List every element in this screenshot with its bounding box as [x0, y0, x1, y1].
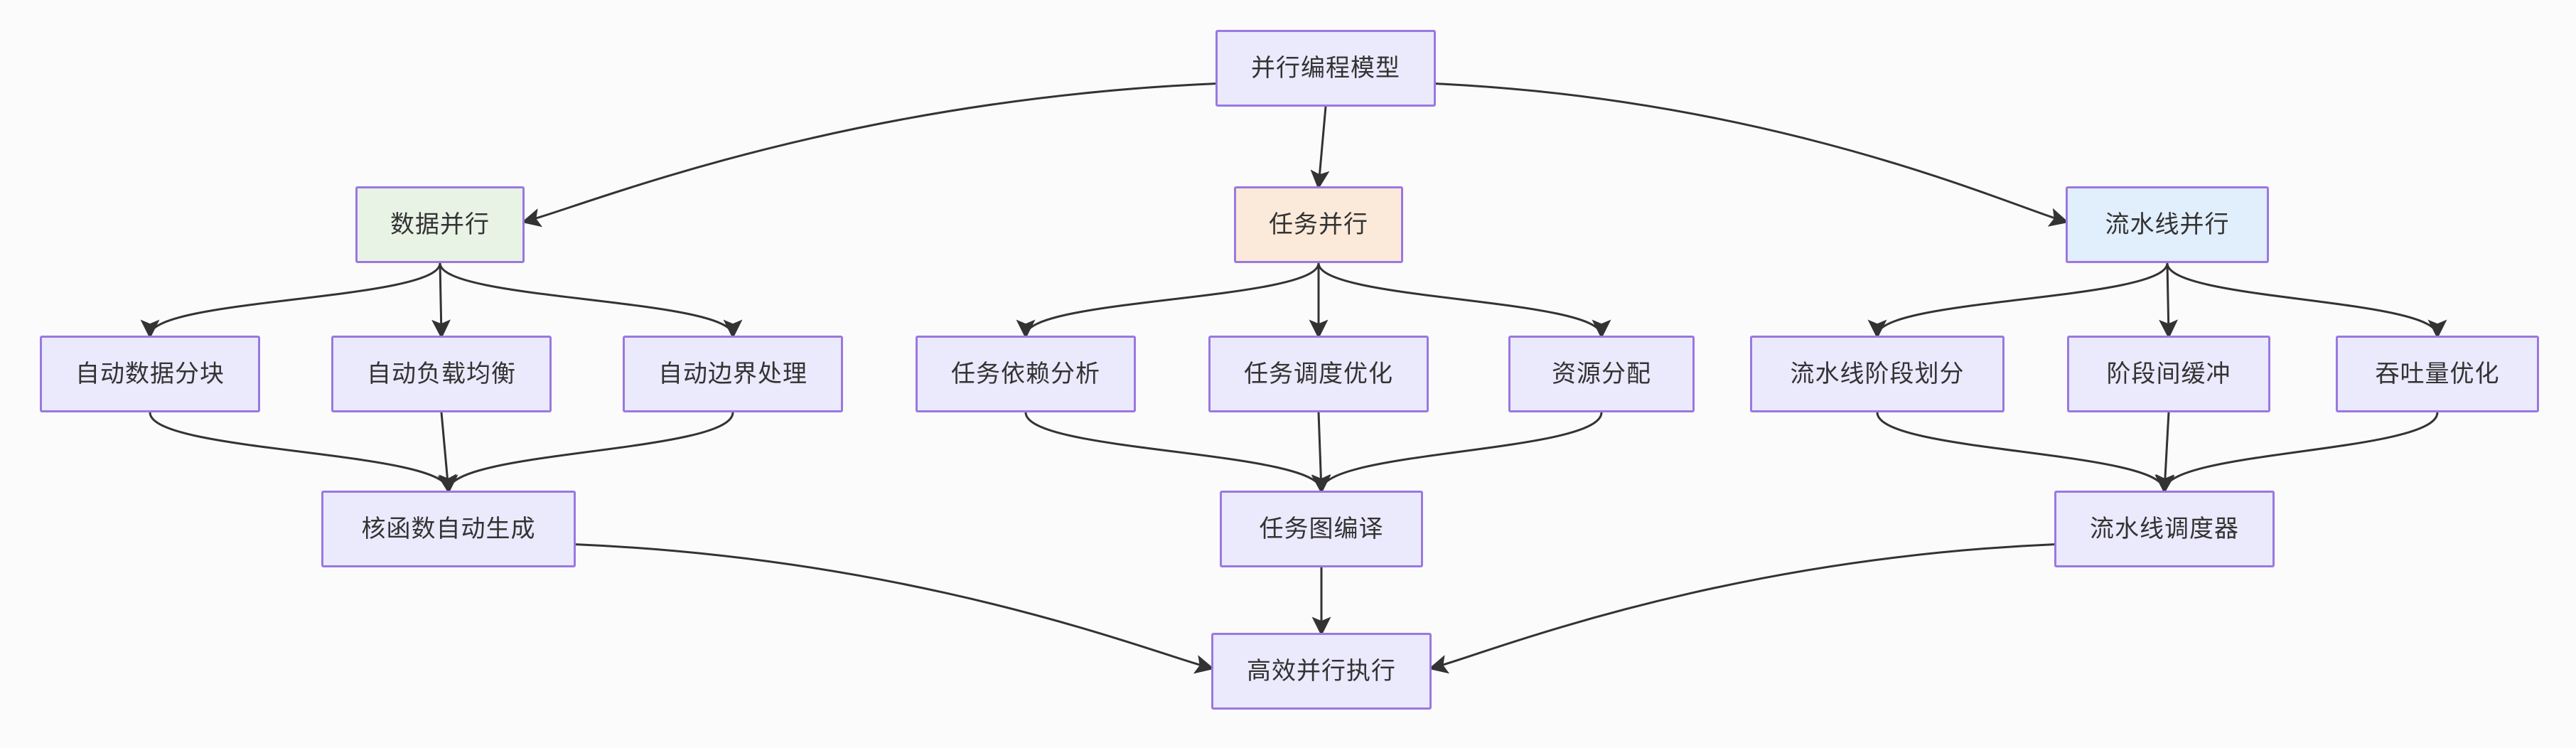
- node-label: 流水线阶段划分: [1790, 360, 1965, 388]
- edge-auto_balance-to-kernel_gen: [437, 412, 457, 494]
- node-stage_split[interactable]: 流水线阶段划分: [1750, 336, 2005, 412]
- node-label: 流水线调度器: [2090, 515, 2239, 543]
- edge-pipe_parallel-to-throughput: [2166, 262, 2447, 339]
- node-label: 并行编程模型: [1251, 54, 1400, 82]
- node-label: 流水线并行: [2105, 210, 2230, 238]
- edge-data_parallel-to-auto_boundary: [439, 262, 743, 339]
- node-root[interactable]: 并行编程模型: [1215, 30, 1436, 107]
- node-label: 核函数自动生成: [361, 515, 536, 543]
- edge-root-to-data_parallel: [521, 82, 1216, 228]
- node-pipe_parallel[interactable]: 流水线并行: [2066, 186, 2269, 263]
- node-task_parallel[interactable]: 任务并行: [1234, 186, 1403, 263]
- node-res_alloc[interactable]: 资源分配: [1508, 336, 1695, 412]
- edge-throughput-to-pipe_sched: [2154, 412, 2439, 494]
- node-task_dep[interactable]: 任务依赖分析: [916, 336, 1136, 412]
- edge-task_parallel-to-res_alloc: [1317, 262, 1611, 339]
- node-stage_buf[interactable]: 阶段间缓冲: [2067, 336, 2270, 412]
- edge-pipe_parallel-to-stage_split: [1867, 262, 2169, 339]
- node-task_sched[interactable]: 任务调度优化: [1208, 336, 1429, 412]
- edge-data_parallel-to-auto_chunk: [140, 262, 441, 339]
- edge-root-to-task_parallel: [1310, 106, 1330, 190]
- node-label: 自动负载均衡: [367, 360, 516, 388]
- node-label: 任务调度优化: [1244, 360, 1393, 388]
- edge-pipe_parallel-to-stage_buf: [2159, 262, 2179, 339]
- edge-kernel_gen-to-efficient_exec: [575, 543, 1215, 674]
- node-task_graph[interactable]: 任务图编译: [1220, 491, 1423, 567]
- edge-root-to-pipe_parallel: [1435, 82, 2069, 227]
- node-auto_chunk[interactable]: 自动数据分块: [40, 336, 260, 412]
- node-label: 自动数据分块: [75, 360, 225, 388]
- edge-task_sched-to-task_graph: [1311, 412, 1331, 494]
- edge-data_parallel-to-auto_balance: [431, 262, 451, 339]
- node-pipe_sched[interactable]: 流水线调度器: [2054, 491, 2275, 567]
- edge-pipe_sched-to-efficient_exec: [1428, 543, 2055, 674]
- node-label: 任务依赖分析: [951, 360, 1100, 388]
- node-label: 阶段间缓冲: [2106, 360, 2231, 388]
- edge-auto_boundary-to-kernel_gen: [439, 412, 734, 494]
- node-efficient_exec[interactable]: 高效并行执行: [1211, 633, 1432, 710]
- node-label: 资源分配: [1552, 360, 1651, 388]
- node-label: 数据并行: [390, 210, 490, 238]
- node-label: 任务图编译: [1259, 515, 1384, 543]
- edge-auto_chunk-to-kernel_gen: [149, 412, 458, 494]
- edge-res_alloc-to-task_graph: [1311, 412, 1603, 494]
- edge-task_dep-to-task_graph: [1024, 412, 1331, 494]
- node-auto_boundary[interactable]: 自动边界处理: [623, 336, 843, 412]
- node-label: 高效并行执行: [1247, 657, 1396, 685]
- node-label: 自动边界处理: [658, 360, 807, 388]
- edge-stage_buf-to-pipe_sched: [2155, 412, 2175, 494]
- node-label: 任务并行: [1269, 210, 1368, 238]
- node-auto_balance[interactable]: 自动负载均衡: [331, 336, 552, 412]
- node-data_parallel[interactable]: 数据并行: [355, 186, 525, 263]
- edge-stage_split-to-pipe_sched: [1876, 412, 2174, 494]
- node-kernel_gen[interactable]: 核函数自动生成: [321, 491, 576, 567]
- node-throughput[interactable]: 吞吐量优化: [2336, 336, 2539, 412]
- node-label: 吞吐量优化: [2375, 360, 2500, 388]
- edge-task_parallel-to-task_dep: [1016, 262, 1320, 339]
